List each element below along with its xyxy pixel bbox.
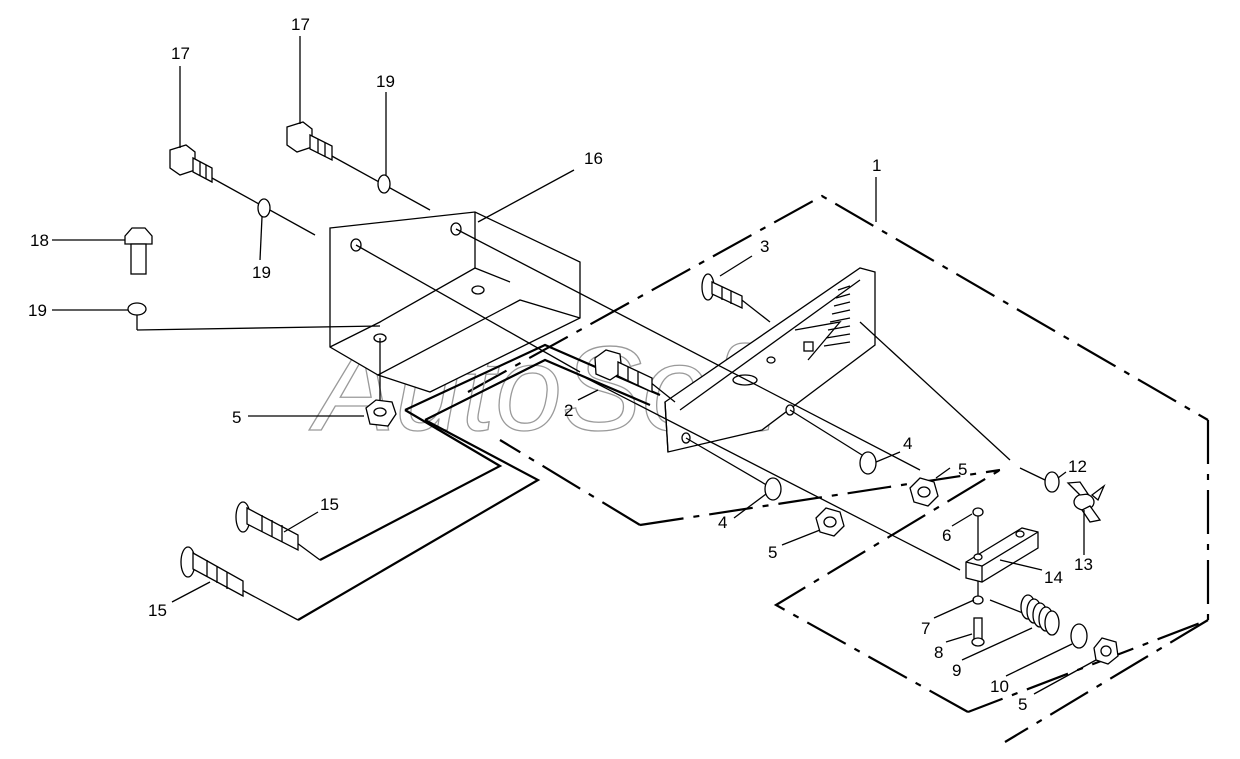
hex-nut-5-gauge-a — [909, 477, 939, 507]
callout-4-right: 4 — [903, 434, 912, 453]
callout-16: 16 — [584, 149, 603, 168]
callout-5-mid: 5 — [768, 543, 777, 562]
callout-5-bracket: 5 — [232, 408, 241, 427]
hex-bolt-18 — [124, 227, 153, 275]
lock-washer-19-a — [377, 174, 391, 194]
callout-17-left: 17 — [171, 44, 190, 63]
callout-5-bottom: 5 — [1018, 695, 1027, 714]
callout-1: 1 — [872, 156, 881, 175]
link-bar-14 — [965, 527, 1039, 583]
washer-12 — [1044, 471, 1060, 493]
flat-washer-4-a — [859, 451, 877, 475]
callout-10: 10 — [990, 677, 1009, 696]
callout-2: 2 — [564, 401, 573, 420]
hex-bolt-17-right — [286, 121, 333, 162]
hex-nut-5-bracket — [365, 399, 397, 427]
callout-17-right: 17 — [291, 15, 310, 34]
callout-4-left: 4 — [718, 513, 727, 532]
callout-3: 3 — [760, 237, 769, 256]
carriage-bolt-3 — [701, 273, 743, 310]
spring-9 — [1020, 594, 1060, 636]
gauge-scale-marks — [823, 285, 851, 347]
callout-19-top: 19 — [376, 72, 395, 91]
callout-12: 12 — [1068, 457, 1087, 476]
callout-14: 14 — [1044, 568, 1063, 587]
hex-nut-5-gauge-b — [815, 507, 845, 537]
callout-9: 9 — [952, 661, 961, 680]
nut-6 — [972, 507, 984, 517]
wing-nut-13 — [1066, 481, 1106, 523]
washer-7 — [972, 595, 984, 605]
callout-18: 18 — [30, 231, 49, 250]
assembly-lines — [136, 154, 1046, 621]
callout-6: 6 — [942, 526, 951, 545]
lower-bracket — [297, 343, 661, 621]
mounting-bracket — [329, 211, 581, 393]
callout-8: 8 — [934, 643, 943, 662]
washer-10 — [1070, 623, 1088, 649]
callout-13: 13 — [1074, 555, 1093, 574]
screw-8 — [971, 617, 985, 647]
carriage-bolt-15-lower — [180, 546, 244, 598]
lock-washer-19-b — [257, 198, 271, 218]
hex-nut-5-spring — [1093, 637, 1119, 665]
flat-washer-4-b — [764, 477, 782, 501]
callout-19-mid: 19 — [252, 263, 271, 282]
callout-15-lower: 15 — [148, 601, 167, 620]
callout-5-right: 5 — [958, 460, 967, 479]
hex-bolt-17-left — [169, 144, 213, 184]
callout-7: 7 — [921, 619, 930, 638]
callout-19-left: 19 — [28, 301, 47, 320]
callout-15-upper: 15 — [320, 495, 339, 514]
leader-lines — [52, 36, 1097, 695]
carriage-bolt-15-upper — [235, 501, 299, 552]
lock-washer-19-c — [127, 302, 147, 316]
hex-bolt-2 — [594, 349, 653, 394]
